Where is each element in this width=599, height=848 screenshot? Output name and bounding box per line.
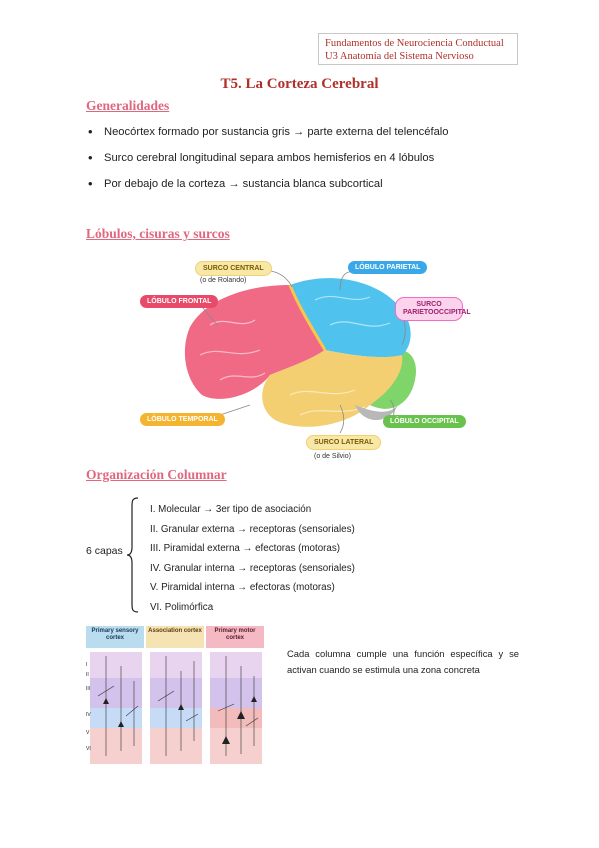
layer-item: II. Granular externa → receptoras (senso… [150,523,355,535]
label-surco-lateral-sub: (o de Silvio) [314,453,351,460]
layer-item: V. Piramidal interna → efectoras (motora… [150,582,335,593]
label-lobulo-occipital: LÓBULO OCCIPITAL [383,415,466,428]
layer-item: VI. Polimórfica [150,601,214,613]
layer-item: III. Piramidal externa → efectoras (moto… [150,543,341,554]
roman-label: II [86,672,89,678]
page-title: T5. La Corteza Cerebral [220,76,379,92]
course-header-box: Fundamentos de Neurociencia Conductual U… [318,33,518,65]
cortex-columns-figure: Primary sensory cortex Association corte… [86,626,268,768]
central-sulcus [288,284,327,351]
list-item: Surco cerebral longitudinal separa ambos… [86,150,556,176]
list-item: Neocórtex formado por sustancia gris → p… [86,124,556,150]
layer-item: IV. Granular interna → receptoras (senso… [150,562,355,574]
column-title-motor: Primary motor cortex [214,628,256,641]
brace-icon [126,497,139,613]
columns-description: Cada columna cumple una función específi… [287,648,519,675]
brain-illustration [184,269,416,434]
label-surco-central: SURCO CENTRAL [195,261,272,276]
column-title-sensory: Primary sensory cortex [91,628,139,641]
roman-label: III [86,686,91,692]
frontal-lobe [184,285,325,399]
roman-label: V [86,730,90,736]
label-surco-parietooccipital: SURCO PARIETOOCCIPITAL [395,297,471,321]
label-surco-lateral: SURCO LATERAL [306,435,382,450]
label-lobulo-parietal: LÓBULO PARIETAL [348,261,428,274]
brain-diagram: SURCO CENTRAL (o de Rolando) LÓBULO PARI… [140,255,471,465]
generalidades-list: Neocórtex formado por sustancia gris → p… [86,124,556,202]
label-lobulo-frontal: LÓBULO FRONTAL [140,295,219,308]
layer-item: I. Molecular → 3er tipo de asociación [150,504,312,515]
list-item: Por debajo de la corteza → sustancia bla… [86,176,556,202]
roman-label: IV [86,712,91,718]
label-lobulo-temporal: LÓBULO TEMPORAL [140,413,225,426]
label-surco-central-sub: (o de Rolando) [200,277,247,284]
cortex-columns-illustration [86,626,264,764]
column-title-association: Association cortex [148,628,202,634]
section-generalidades: Generalidades [86,98,170,113]
section-lobulos: Lóbulos, cisuras y surcos [86,226,230,241]
capas-label: 6 capas [86,545,123,557]
roman-label: I [86,662,88,668]
layers-list: I. Molecular → 3er tipo de asociación II… [150,500,355,617]
roman-label: VI [86,746,91,752]
unit-name: U3 Anatomía del Sistema Nervioso [325,51,474,62]
section-organizacion: Organización Columnar [86,467,227,482]
course-name: Fundamentos de Neurociencia Conductual [325,38,504,49]
temporal-lobe [262,350,403,427]
